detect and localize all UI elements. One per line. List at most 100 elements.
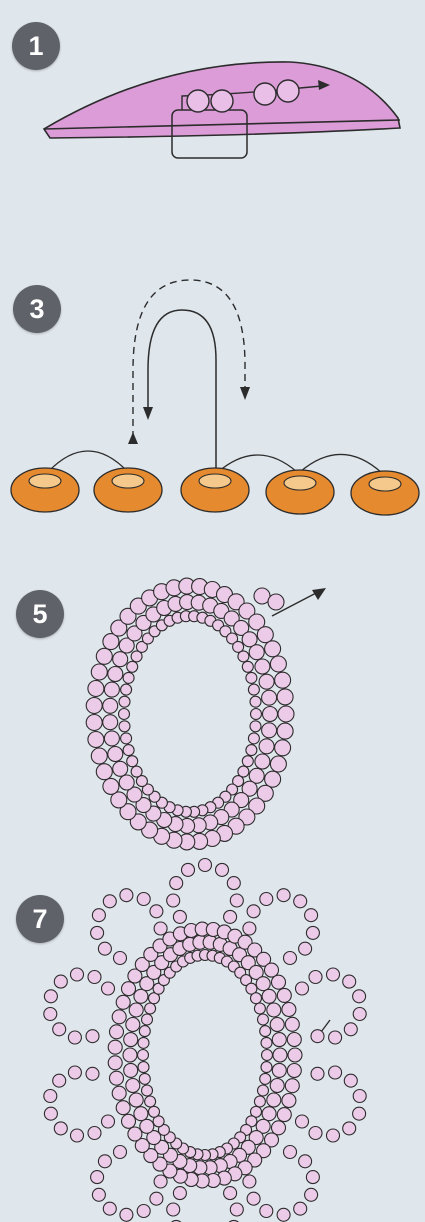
solid-thread-path bbox=[148, 310, 216, 470]
pearl-bead bbox=[258, 1014, 269, 1025]
pearl-bead bbox=[267, 1003, 281, 1017]
pearl-bead bbox=[343, 975, 356, 988]
bead bbox=[254, 83, 276, 105]
pearl-bead bbox=[270, 1018, 284, 1032]
pearl-bead bbox=[71, 1129, 84, 1142]
pearl-bead bbox=[268, 594, 284, 610]
pearl-bead bbox=[199, 859, 212, 872]
pearl-bead bbox=[259, 674, 274, 689]
pearl-bead bbox=[344, 1023, 357, 1036]
pearl-bead bbox=[123, 672, 134, 683]
step-1: 1 bbox=[0, 0, 425, 250]
pearl-bead bbox=[254, 1096, 265, 1107]
pearl-bead bbox=[284, 1146, 297, 1159]
pearl-bead bbox=[305, 1188, 318, 1201]
pearl-bead bbox=[103, 1202, 116, 1215]
pearl-bead bbox=[88, 971, 101, 984]
pearl-bead bbox=[282, 1094, 296, 1108]
pearl-bead bbox=[275, 740, 291, 756]
pearl-bead bbox=[243, 922, 256, 935]
pearl-bead bbox=[91, 748, 107, 764]
pearl-bead bbox=[273, 1048, 287, 1062]
pearl-bead bbox=[124, 1063, 138, 1077]
pearl-bead bbox=[272, 1033, 286, 1047]
pearl-bead bbox=[119, 696, 130, 707]
pearl-bead bbox=[145, 1096, 156, 1107]
pearl-bead bbox=[120, 1208, 133, 1221]
pearl-bead bbox=[250, 696, 261, 707]
pearl-bead bbox=[277, 988, 291, 1002]
pearl-bead bbox=[255, 659, 270, 674]
pearl-bead bbox=[121, 684, 132, 695]
pearl-bead bbox=[309, 971, 322, 984]
pearl-bead bbox=[53, 1023, 66, 1036]
pearl-bead bbox=[129, 1003, 143, 1017]
pearl-bead bbox=[262, 989, 276, 1003]
step-7: 7 bbox=[0, 870, 425, 1222]
pearl-bead bbox=[254, 1003, 265, 1014]
pearl-bead bbox=[150, 1192, 163, 1205]
pearl-bead bbox=[137, 893, 150, 906]
pearl-bead bbox=[68, 1031, 81, 1044]
pearl-bead bbox=[96, 764, 112, 780]
oval-bead-ring-illustration bbox=[0, 550, 425, 870]
pearl-bead bbox=[86, 715, 102, 731]
pearl-bead bbox=[114, 1146, 127, 1159]
pearl-bead bbox=[262, 1107, 276, 1121]
pearl-bead bbox=[91, 926, 104, 939]
pearl-bead bbox=[108, 667, 123, 682]
pearl-bead bbox=[108, 1040, 122, 1054]
pearl-bead bbox=[277, 723, 293, 739]
pearl-bead bbox=[154, 922, 167, 935]
pearl-bead bbox=[284, 952, 297, 965]
pearl-bead bbox=[282, 1003, 296, 1017]
pearl-bead bbox=[112, 1086, 126, 1100]
pearl-bead bbox=[227, 877, 240, 890]
pearl-bead bbox=[267, 1093, 281, 1107]
bead bbox=[187, 90, 209, 112]
pearl-bead bbox=[154, 1175, 167, 1188]
pearl-bead bbox=[86, 1030, 99, 1043]
rondelle-beads-thread-path-illustration bbox=[0, 250, 425, 550]
pearl-bead bbox=[287, 1064, 301, 1078]
connecting-thread bbox=[218, 455, 297, 472]
pearl-bead bbox=[98, 942, 111, 955]
pearl-bead bbox=[251, 993, 262, 1004]
pearl-bead bbox=[138, 1050, 149, 1061]
pearl-bead bbox=[242, 756, 253, 767]
pearl-bead bbox=[138, 1037, 149, 1048]
pearl-bead bbox=[327, 1129, 340, 1142]
pearl-bead bbox=[270, 756, 286, 772]
pearl-bead bbox=[263, 707, 278, 722]
pearl-bead bbox=[54, 1122, 67, 1135]
pearl-bead bbox=[311, 1030, 324, 1043]
pearl-bead bbox=[124, 1033, 138, 1047]
pearl-bead bbox=[123, 1048, 137, 1062]
pearl-bead bbox=[108, 1056, 122, 1070]
rondelle-bead bbox=[266, 470, 334, 514]
pearl-bead bbox=[265, 641, 281, 657]
pearl-bead bbox=[258, 1085, 269, 1096]
pearl-bead bbox=[142, 1085, 153, 1096]
pearl-bead bbox=[344, 1074, 357, 1087]
pearl-bead bbox=[170, 877, 183, 890]
pearl-bead bbox=[91, 1171, 104, 1184]
pearl-bead bbox=[270, 1079, 284, 1093]
pearl-bead bbox=[277, 889, 290, 902]
pearl-bead bbox=[54, 975, 67, 988]
pearl-bead bbox=[121, 733, 132, 744]
pearl-bead bbox=[127, 661, 138, 672]
pearl-bead bbox=[250, 721, 261, 732]
pearl-bead bbox=[309, 1127, 322, 1140]
pearl-bead bbox=[113, 761, 128, 776]
pearl-bead bbox=[259, 739, 274, 754]
pearl-bead bbox=[86, 1067, 99, 1080]
pearl-bead bbox=[296, 1115, 309, 1128]
pearl-bead bbox=[167, 894, 180, 907]
pearl-bead bbox=[102, 1115, 115, 1128]
pearl-bead bbox=[296, 982, 309, 995]
pearl-bead bbox=[182, 863, 195, 876]
pearl-bead bbox=[131, 766, 142, 777]
pearl-bead bbox=[127, 756, 138, 767]
pearl-bead bbox=[119, 775, 134, 790]
